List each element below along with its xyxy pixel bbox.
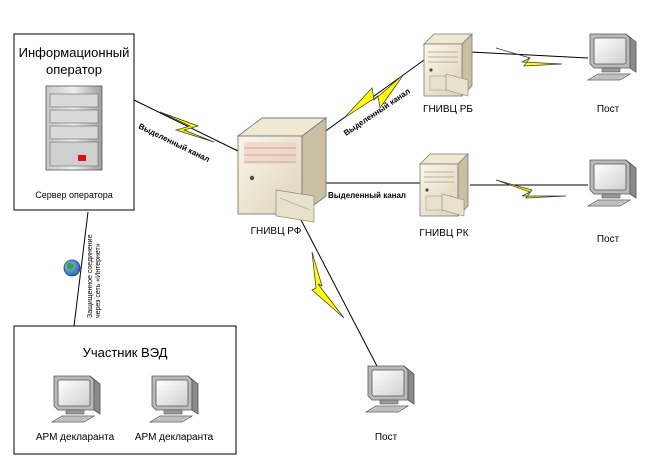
operator-center-link-label: Выделенный канал xyxy=(137,122,211,164)
center-rk-link-label: Выделенный канал xyxy=(328,191,406,200)
lightning-icon xyxy=(495,179,567,199)
link-center-post xyxy=(299,217,379,369)
participant-title: Участник ВЭД xyxy=(83,345,168,360)
post-middle-label: Пост xyxy=(597,234,620,245)
center-server-icon xyxy=(236,117,328,223)
operator-box: Информационный оператор Сервер оператора xyxy=(13,33,135,211)
post-bottom-label: Пост xyxy=(375,432,398,443)
participant-box: Участник ВЭД АРМ декларанта АРМ декларан… xyxy=(13,325,237,455)
server-caption: Сервер оператора xyxy=(35,190,112,200)
operator-title-line1: Информационный xyxy=(19,45,130,60)
operator-server-icon xyxy=(45,85,103,171)
center-node-label: ГНИВЦ РФ xyxy=(251,226,302,237)
link-center-rb xyxy=(315,59,425,139)
workstation-2-label: АРМ декларанта xyxy=(135,432,214,443)
link-rk-post xyxy=(470,179,588,199)
rb-server-icon xyxy=(423,33,473,97)
post-bottom-monitor-icon xyxy=(365,365,415,413)
lightning-icon xyxy=(159,111,215,143)
lightning-icon xyxy=(495,47,563,67)
link-operator-participant xyxy=(73,211,89,327)
post-top-label: Пост xyxy=(597,104,620,115)
link-operator-center xyxy=(133,99,241,153)
rk-node-label: ГНИВЦ РК xyxy=(419,228,468,239)
workstation-1-label: АРМ декларанта xyxy=(36,432,115,443)
lightning-icon xyxy=(311,251,345,319)
post-middle-monitor-icon xyxy=(587,159,637,207)
rb-node-label: ГНИВЦ РБ xyxy=(423,104,473,115)
internet-text-line2: через сеть «Интернет» xyxy=(95,243,102,318)
operator-title-line2: оператор xyxy=(46,62,102,77)
link-rb-post xyxy=(469,47,589,67)
post-top-monitor-icon xyxy=(587,33,637,81)
lightning-icon xyxy=(343,73,405,119)
internet-connection: Защищенное соединение через сеть «Интерн… xyxy=(63,234,102,318)
rk-server-icon xyxy=(419,153,469,217)
internet-text-line1: Защищенное соединение xyxy=(87,234,94,318)
